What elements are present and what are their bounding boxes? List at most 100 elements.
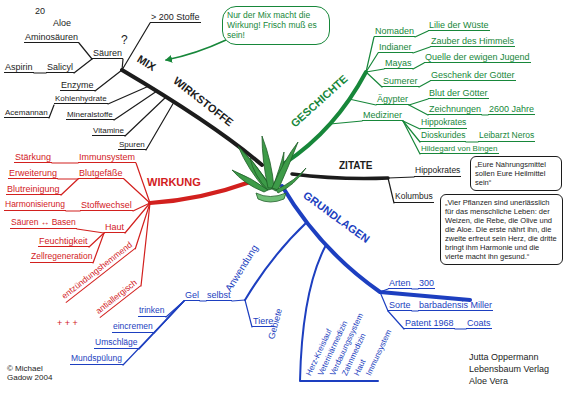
map-label: Sorte bbox=[388, 300, 412, 311]
map-label: Blutreinigung bbox=[6, 184, 61, 195]
map-label: Lebensbaum Verlag bbox=[468, 364, 550, 374]
map-label: ? bbox=[120, 34, 129, 48]
leader-line bbox=[366, 69, 384, 72]
map-label: Erweiterung bbox=[8, 168, 58, 179]
map-label: © Michael Gadow 2004 bbox=[6, 364, 60, 382]
map-label: antiallergisch bbox=[93, 277, 140, 317]
map-label: Mineralstoffe bbox=[66, 110, 114, 120]
map-label: Mayas bbox=[384, 58, 413, 69]
map-label: Salicyl bbox=[46, 62, 74, 73]
callout-arrow bbox=[166, 40, 226, 60]
leader-line bbox=[125, 97, 166, 136]
leader-line bbox=[380, 289, 388, 292]
leader-line bbox=[58, 178, 78, 179]
quote-box: „Vier Pflanzen sind unerlässlich für das… bbox=[440, 194, 563, 265]
leader-line bbox=[66, 210, 80, 211]
branch-zitate bbox=[292, 174, 388, 179]
aloe-leaf bbox=[272, 142, 298, 190]
branch-title: GESCHICHTE bbox=[288, 72, 352, 131]
map-label: Aloe bbox=[52, 18, 72, 28]
map-label: Stärkung bbox=[14, 152, 52, 163]
leader-line bbox=[388, 177, 414, 178]
aloe-plant bbox=[232, 136, 306, 202]
leader-line bbox=[388, 311, 404, 329]
leader-line bbox=[52, 162, 78, 163]
branch-gebiete bbox=[300, 245, 378, 381]
leader-line bbox=[74, 59, 92, 73]
leader-line bbox=[380, 292, 388, 311]
leader-line bbox=[108, 86, 149, 104]
leader-line bbox=[232, 300, 245, 301]
node-text: Nur der Mix macht die Wirkung! Frisch mu… bbox=[227, 10, 325, 41]
map-label: Zellregeneration bbox=[30, 252, 93, 263]
map-label: Harmonisierung bbox=[4, 200, 66, 211]
leader-line bbox=[455, 328, 466, 329]
map-label: Haut bbox=[104, 222, 125, 233]
leader-line bbox=[413, 63, 424, 69]
leader-line bbox=[403, 121, 420, 142]
map-label: + + + bbox=[56, 318, 79, 328]
branch-title: MIX bbox=[134, 52, 159, 74]
map-label: Dioskurides bbox=[420, 131, 466, 142]
map-label: Jutta Oppermann bbox=[468, 352, 540, 362]
branch-title: ZITATE bbox=[338, 160, 374, 172]
leader-line bbox=[466, 141, 478, 142]
map-label: Patent 1968 bbox=[404, 318, 455, 329]
map-label: Quelle der ewigen Jugend bbox=[424, 52, 531, 63]
aloe-base bbox=[256, 193, 286, 202]
quote-box: „Eure Nahrungsmittel sollen Eure Heilmit… bbox=[470, 156, 562, 191]
leader-line bbox=[366, 53, 378, 72]
map-label: Säuren bbox=[92, 48, 123, 59]
aloe-leaf bbox=[262, 136, 274, 188]
map-label: Zeichnungen bbox=[428, 104, 482, 115]
map-label: Vitamine bbox=[92, 126, 125, 136]
branch-geschichte bbox=[285, 72, 366, 163]
leader-line bbox=[366, 72, 382, 87]
map-label: Enzyme bbox=[60, 80, 95, 91]
map-label: Leibarzt Neros bbox=[478, 131, 535, 142]
map-label: Gebiete bbox=[266, 306, 285, 341]
leader-line bbox=[409, 105, 428, 115]
map-label: Nomaden bbox=[374, 26, 415, 37]
leader-line bbox=[330, 121, 362, 124]
leader-line bbox=[122, 59, 123, 70]
map-label: Hippokrates bbox=[420, 118, 467, 129]
leader-line bbox=[34, 72, 46, 73]
leader-line bbox=[245, 300, 252, 327]
map-label: Ägypter bbox=[376, 94, 409, 105]
map-label: Mediziner bbox=[362, 110, 403, 121]
map-label: Coats bbox=[466, 318, 492, 329]
map-label: Aspirin bbox=[4, 62, 34, 73]
leader-line bbox=[146, 102, 174, 150]
leader-line bbox=[93, 233, 104, 263]
map-label: Indianer bbox=[378, 42, 413, 53]
map-label: selbst bbox=[206, 290, 232, 301]
map-label: Acemannan bbox=[4, 108, 49, 118]
map-label: Aminosäuren bbox=[24, 32, 79, 43]
map-label: Feuchtigkeit bbox=[38, 236, 89, 247]
map-label: eincremen bbox=[112, 322, 154, 333]
leader-line bbox=[95, 70, 122, 91]
map-label: Spuren bbox=[118, 140, 146, 150]
map-label: barbadensis Miller bbox=[418, 300, 493, 311]
map-label: Immunsystem bbox=[364, 327, 394, 378]
leader-line bbox=[403, 121, 420, 154]
map-label: Sumerer bbox=[382, 76, 419, 87]
leader-line bbox=[123, 301, 184, 365]
map-label: Zauber des Himmels bbox=[430, 36, 515, 47]
leader-line bbox=[409, 99, 428, 105]
map-label: Säuren ↔ Basen bbox=[10, 218, 77, 229]
branch-anwendung bbox=[245, 222, 307, 300]
map-label: Blut der Götter bbox=[428, 88, 489, 99]
leader-line bbox=[114, 91, 157, 120]
node-text: „Eure Nahrungsmittel sollen Eure Heilmit… bbox=[475, 160, 557, 187]
map-label: Mundspülung bbox=[70, 354, 123, 365]
leader-line bbox=[141, 203, 150, 286]
node-text: „Vier Pflanzen sind unerlässlich für das… bbox=[445, 198, 558, 261]
map-label: 2600 Jahre bbox=[488, 104, 535, 115]
map-label: Hippokrates bbox=[414, 166, 461, 177]
branch-title: WIRKUNG bbox=[146, 176, 202, 189]
map-label: Blutgefäße bbox=[78, 168, 124, 179]
map-label: Kohlenhydrate bbox=[54, 94, 108, 104]
